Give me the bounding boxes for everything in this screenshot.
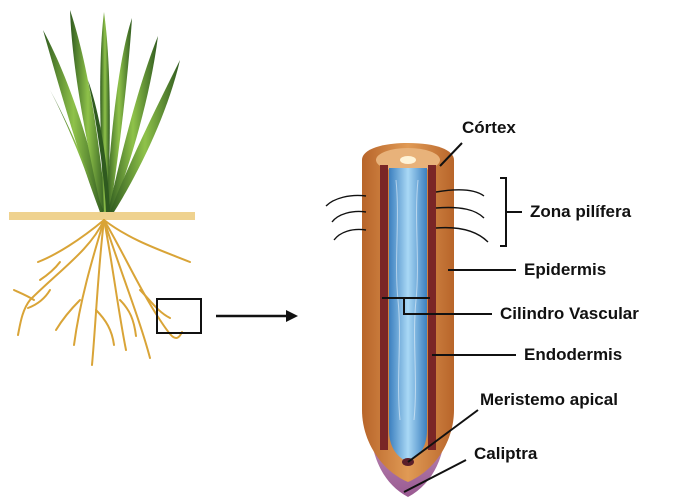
label-cilindro-vascular: Cilindro Vascular (500, 304, 639, 324)
root-hairs-left (326, 195, 366, 240)
plant-leaves (43, 10, 180, 212)
label-cortex: Córtex (462, 118, 516, 138)
label-endodermis: Endodermis (524, 345, 622, 365)
label-epidermis: Epidermis (524, 260, 606, 280)
label-caliptra: Caliptra (474, 444, 537, 464)
endodermis-band-right (428, 165, 436, 450)
plant-illustration (9, 10, 201, 365)
plant-roots (14, 220, 190, 365)
bracket-zona-pilifera (500, 178, 506, 246)
zoom-selection-box (157, 299, 201, 333)
zoom-arrow (216, 310, 298, 322)
label-meristemo-apical: Meristemo apical (480, 390, 618, 410)
label-zona-pilifera: Zona pilífera (530, 202, 631, 222)
endodermis-band-left (380, 165, 388, 450)
root-tip-illustration (326, 143, 488, 497)
soil-line (9, 212, 195, 220)
